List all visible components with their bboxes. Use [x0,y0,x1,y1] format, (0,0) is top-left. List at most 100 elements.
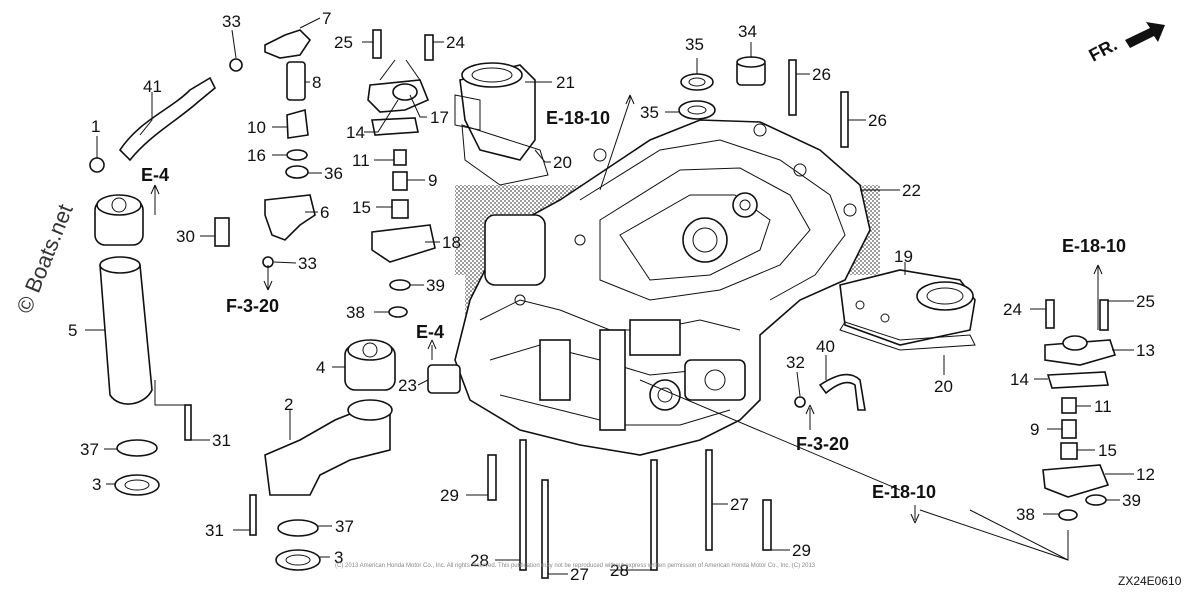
part-label: 15 [1098,441,1117,460]
bolt-30 [214,217,230,247]
part-labels: 33 7 25 24 35 34 26 41 8 21 35 26 1 10 1… [68,9,1155,584]
part-label: 16 [247,146,266,165]
part-label: 14 [1010,370,1029,389]
reference-e-18-10-bottom: E-18-10 [872,482,936,502]
part-label: 9 [1030,420,1039,439]
mount-4-upper [94,194,144,246]
bolt-24-upper [424,34,434,61]
seal-35-lower [678,100,716,120]
bushing-34 [736,56,766,86]
valve-10 [286,108,309,139]
part-label: 40 [816,337,835,356]
cap-15-right [1060,442,1078,460]
bolt-31-lower [249,494,257,536]
part-label: 6 [320,203,329,222]
part-label: 2 [284,395,293,414]
grommet-23 [427,364,461,394]
gasket-14-right [1046,371,1109,389]
part-label: 10 [247,118,266,137]
clip-33-upper [229,58,243,72]
cap-15-upper [391,199,409,219]
washer-39-upper [389,279,411,291]
part-label: 5 [68,321,77,340]
bolt-28-left [519,439,527,571]
front-direction-label: FR. [1085,34,1120,65]
part-label: 7 [322,9,331,28]
bolt-29-right [762,499,772,551]
part-label: 9 [428,171,437,190]
clip-32 [794,396,806,408]
bolt-24-right [1045,299,1055,329]
reference-e-18-10-top: E-18-10 [546,108,610,128]
part-label: 20 [553,153,572,172]
bolt-25-upper [372,29,382,59]
part-label: 28 [470,551,489,570]
clip-1 [89,157,105,173]
spring-11-right [1061,397,1077,414]
hose-40 [818,373,866,411]
valve-9-right [1061,419,1077,439]
cover-19 [839,269,976,351]
stud-26-b [840,91,849,148]
seal-35-upper [680,73,714,91]
part-label: 41 [143,77,162,96]
part-label: 21 [556,73,575,92]
washer-38-upper [388,306,408,318]
reference-e-4-left: E-4 [141,165,169,185]
part-label: 8 [312,73,321,92]
bolt-27-right [705,449,713,551]
part-label: 26 [868,111,887,130]
housing-18 [371,224,436,263]
part-label: 37 [80,440,99,459]
seal-3-left [114,474,160,496]
leader-lines [85,17,1134,575]
part-label: 37 [335,517,354,536]
tube-5-rim [99,256,141,274]
part-label: 13 [1136,341,1155,360]
front-direction-arrow [1125,22,1165,48]
part-label: 1 [91,117,100,136]
part-label: 29 [440,486,459,505]
part-label: 35 [640,103,659,122]
part-label: 25 [1136,292,1155,311]
part-label: 33 [298,254,317,273]
part-label: 28 [610,561,629,580]
part-label: 14 [346,123,365,142]
part-label: 35 [685,35,704,54]
reference-e-18-10-right: E-18-10 [1062,236,1126,256]
washer-16 [286,149,308,161]
part-label: 39 [426,276,445,295]
bolt-25-right [1099,299,1109,331]
part-label: 38 [1016,505,1035,524]
part-label: 19 [894,247,913,266]
drawing-code: ZX24E0610 [1118,574,1182,588]
washer-38-right [1058,509,1078,521]
part-label: 12 [1136,465,1155,484]
tube-2 [264,409,391,496]
part-label: 23 [398,376,417,395]
reference-e-4-center: E-4 [416,322,444,342]
oil-case-22 [454,119,871,456]
o-ring-36 [285,165,309,179]
part-label: 30 [176,227,195,246]
watermark: © Boats.net [11,201,77,317]
bolt-28-right [650,459,658,571]
part-label: 3 [92,475,101,494]
cover-13-dome [1062,335,1088,351]
reference-f-3-20-left: F-3-20 [226,296,279,316]
copyright-notice: (C) 2013 American Honda Motor Co., Inc. … [335,563,816,569]
cover-13 [1044,339,1117,366]
cover-17 [367,79,430,113]
part-label: 34 [738,22,757,41]
housing-6 [264,194,316,241]
spring-8 [286,61,306,101]
valve-9-upper [392,171,408,191]
part-label: 27 [730,495,749,514]
part-label: 11 [352,151,370,170]
hose-41 [118,76,217,162]
reference-arrows [150,94,1103,524]
part-label: 4 [316,358,325,377]
part-label: 24 [446,33,465,52]
part-label: 17 [430,108,449,127]
part-label: 36 [324,164,343,183]
